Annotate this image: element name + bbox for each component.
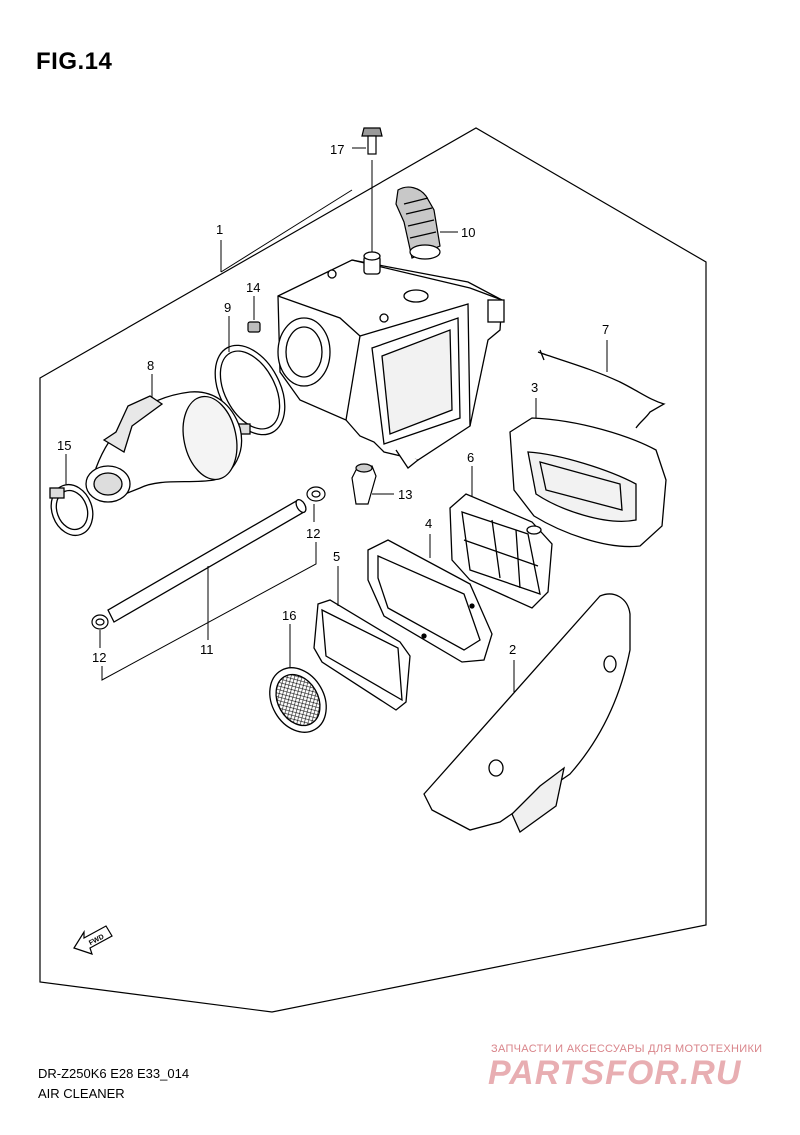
mesh-screen-16 [269, 667, 327, 733]
callout-3: 3 [531, 380, 538, 395]
callout-1: 1 [216, 222, 223, 237]
air-cleaner-box-1 [277, 251, 505, 469]
callout-14: 14 [246, 280, 260, 295]
callout-10: 10 [461, 225, 475, 240]
gasket-5 [313, 599, 411, 711]
callout-5: 5 [333, 549, 340, 564]
callout-12-upper: 12 [306, 526, 320, 541]
side-cover-2 [423, 593, 631, 833]
clamp-15 [49, 483, 94, 537]
drain-tube-11 [107, 498, 307, 623]
callout-12-lower: 12 [92, 650, 106, 665]
leader-12-group [101, 542, 317, 681]
clip-12-upper [306, 486, 326, 502]
filter-element-3 [509, 417, 667, 548]
callout-17: 17 [330, 142, 344, 157]
watermark-logo[interactable]: PARTSFOR.RU [488, 1054, 742, 1092]
callout-16: 16 [282, 608, 296, 623]
footer-model-code: DR-Z250K6 E28 E33_014 [38, 1066, 190, 1081]
intake-boot-8 [85, 391, 243, 503]
screw-14 [247, 321, 261, 333]
figure-title: FIG.14 [36, 48, 113, 75]
callout-13: 13 [398, 487, 412, 502]
leader-1-diag [220, 189, 353, 273]
spring-wire-7 [537, 349, 666, 429]
footer-section-name: AIR CLEANER [38, 1086, 125, 1101]
filter-cage-6 [449, 493, 553, 609]
assembly-outline [39, 127, 707, 1013]
callout-9: 9 [224, 300, 231, 315]
callout-11: 11 [200, 642, 214, 657]
callout-2: 2 [509, 642, 516, 657]
callout-6: 6 [467, 450, 474, 465]
callout-8: 8 [147, 358, 154, 373]
clip-12-lower [91, 614, 109, 630]
fwd-arrow-icon: FWD [73, 925, 113, 955]
hose-10 [395, 186, 441, 260]
bolt-17 [361, 127, 383, 155]
callout-15: 15 [57, 438, 71, 453]
drain-plug-13 [351, 463, 377, 505]
watermark-tagline: ЗАПЧАСТИ И АКСЕССУАРЫ ДЛЯ МОТОТЕХНИКИ [491, 1043, 763, 1055]
filter-holder-4 [367, 539, 493, 663]
callout-7: 7 [602, 322, 609, 337]
callout-4: 4 [425, 516, 432, 531]
